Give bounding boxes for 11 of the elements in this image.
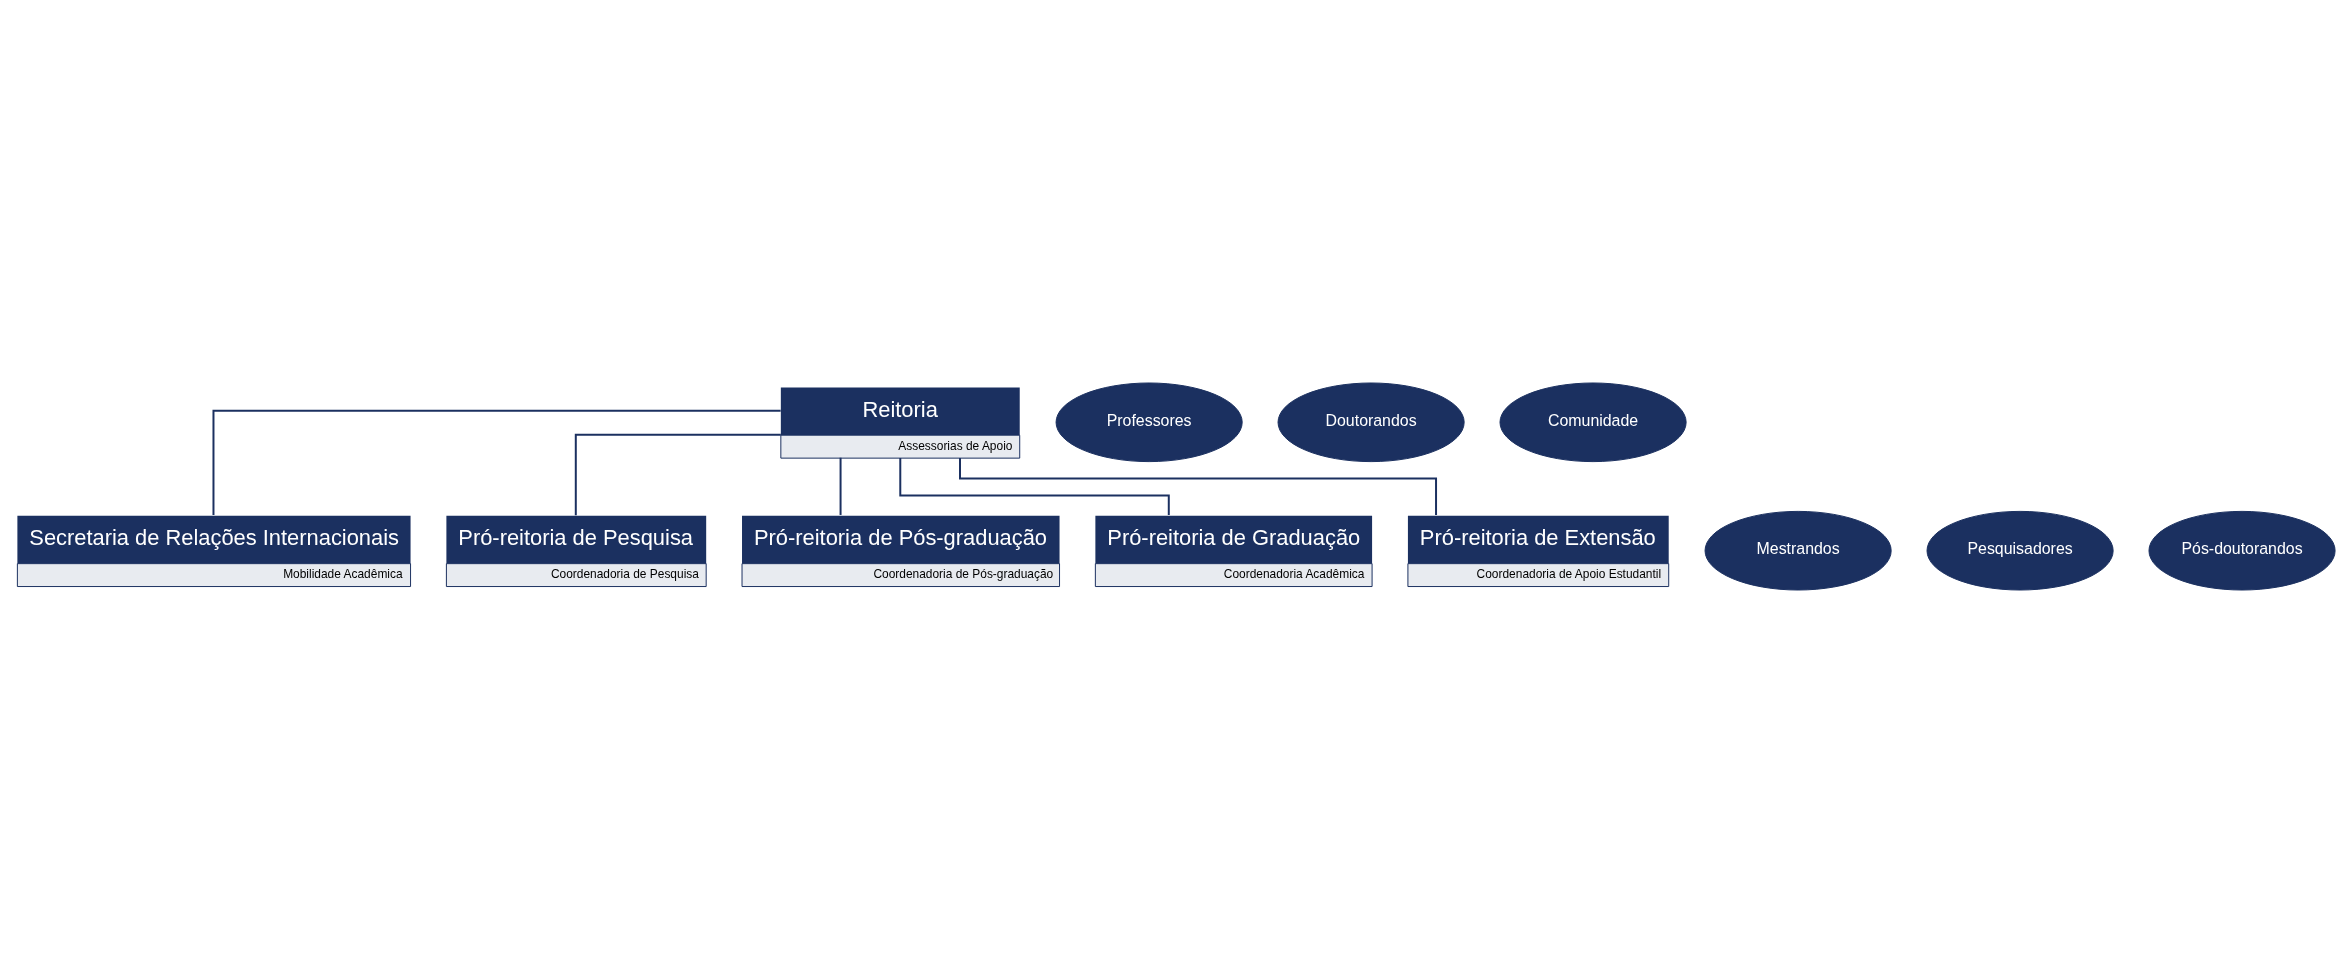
node-ellipse: Comunidade — [1499, 382, 1687, 463]
node-ellipse: Professores — [1055, 382, 1243, 463]
node-ellipse: Mestrandos — [1704, 510, 1892, 591]
node-ellipse: Pesquisadores — [1926, 510, 2114, 591]
connector — [212, 409, 782, 517]
node-ellipse: Pós-doutorandos — [2148, 510, 2336, 591]
node-ellipse: Doutorandos — [1277, 382, 1465, 463]
connector — [839, 456, 842, 516]
connector — [574, 433, 782, 517]
connector — [899, 457, 1170, 517]
connector — [959, 456, 1438, 517]
